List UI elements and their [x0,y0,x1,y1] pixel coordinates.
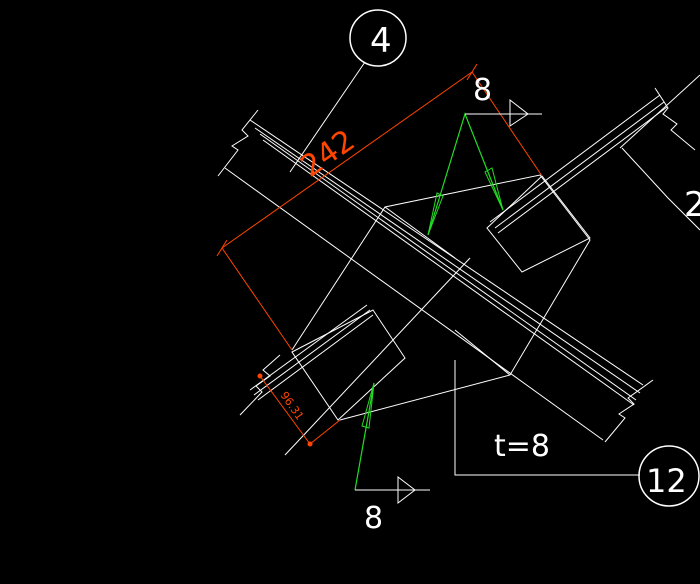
dimension-small [257,373,341,447]
callout-bottom-right-bubble [638,445,700,507]
weld-upper-size: 8 [473,73,492,108]
weld-symbol-lower: 8 [354,382,430,536]
weld-lower-size: 8 [364,501,383,536]
callout-top: 4 [289,9,407,173]
callout-right-partial: 2 [621,147,700,231]
weld-upper-fillet-flag [509,98,529,127]
weld-upper-arrow-left [427,192,444,236]
callout-top-leader [289,61,366,173]
lower-left-connector-plate [291,309,406,421]
callout-bottom-right-leader [454,360,640,476]
callout-top-bubble [349,9,407,67]
callout-top-number: 4 [370,21,392,61]
plate-thickness-note: t=8 [494,429,550,464]
callout-right-number: 2 [684,185,700,225]
callout-bottom-right-number: 12 [646,462,687,500]
crossing-member [239,74,700,456]
dimension-main [216,63,543,351]
main-diagonal-member [217,109,654,443]
weld-symbol-upper: 8 [427,73,542,236]
callout-bottom-right: 12 [454,360,700,507]
weld-upper-arrow-right [484,167,504,211]
weld-lower-arrow [361,382,375,429]
callout-right-leader [621,147,700,231]
upper-right-connector-plate [486,175,591,273]
weld-lower-fillet-flag [397,475,416,505]
weld-lower-leader [354,382,375,491]
gusset-plate [291,174,591,421]
